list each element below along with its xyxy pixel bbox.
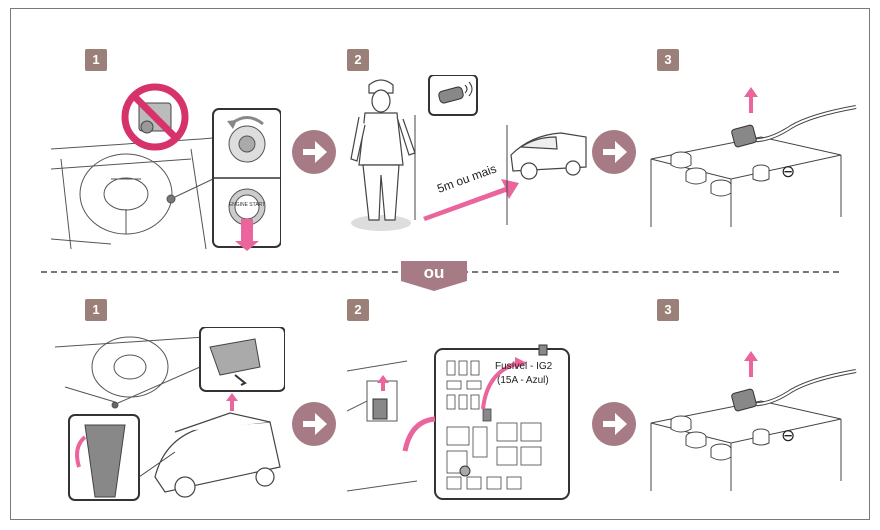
or-label: ou (401, 263, 467, 283)
step-badge-3-top: 3 (657, 49, 679, 71)
negative-terminal-symbol: ⊖ (781, 426, 795, 446)
fuse-label-line2: (15A - Azul) (497, 375, 549, 386)
distance-illustration: 5m ou mais (341, 75, 591, 235)
step-badge-2-top: 2 (347, 49, 369, 71)
right-arrow-circle-icon (591, 129, 637, 175)
hood-release-illustration (55, 327, 285, 502)
step-badge-1-bottom: 1 (85, 299, 107, 321)
right-arrow-circle-icon (591, 401, 637, 447)
step-badge-2-bottom: 2 (347, 299, 369, 321)
battery-icon: ⊖ (641, 341, 861, 491)
fuse-box-illustration: Fusível - IG2 (15A - Azul) (347, 331, 577, 501)
fuse-label-line1: Fusível - IG2 (495, 361, 553, 372)
dashboard-ignition-illustration: ENGINE START (51, 79, 281, 254)
up-arrow-icon (744, 87, 758, 113)
or-separator-tab: ou (401, 261, 467, 291)
negative-terminal-symbol: ⊖ (781, 162, 795, 182)
step-badge-1-top: 1 (85, 49, 107, 71)
right-arrow-circle-icon (291, 401, 337, 447)
up-arrow-icon (744, 351, 758, 377)
prohibited-key-fob-icon (125, 87, 185, 147)
battery-icon: ⊖ (641, 77, 861, 227)
illustration-frame: 1 2 3 ENGINE START (10, 8, 870, 520)
key-fob-icon (429, 75, 477, 115)
right-arrow-circle-icon (291, 129, 337, 175)
step-badge-3-bottom: 3 (657, 299, 679, 321)
start-button-label: ENGINE START (229, 202, 266, 208)
distance-label: 5m ou mais (435, 161, 498, 195)
